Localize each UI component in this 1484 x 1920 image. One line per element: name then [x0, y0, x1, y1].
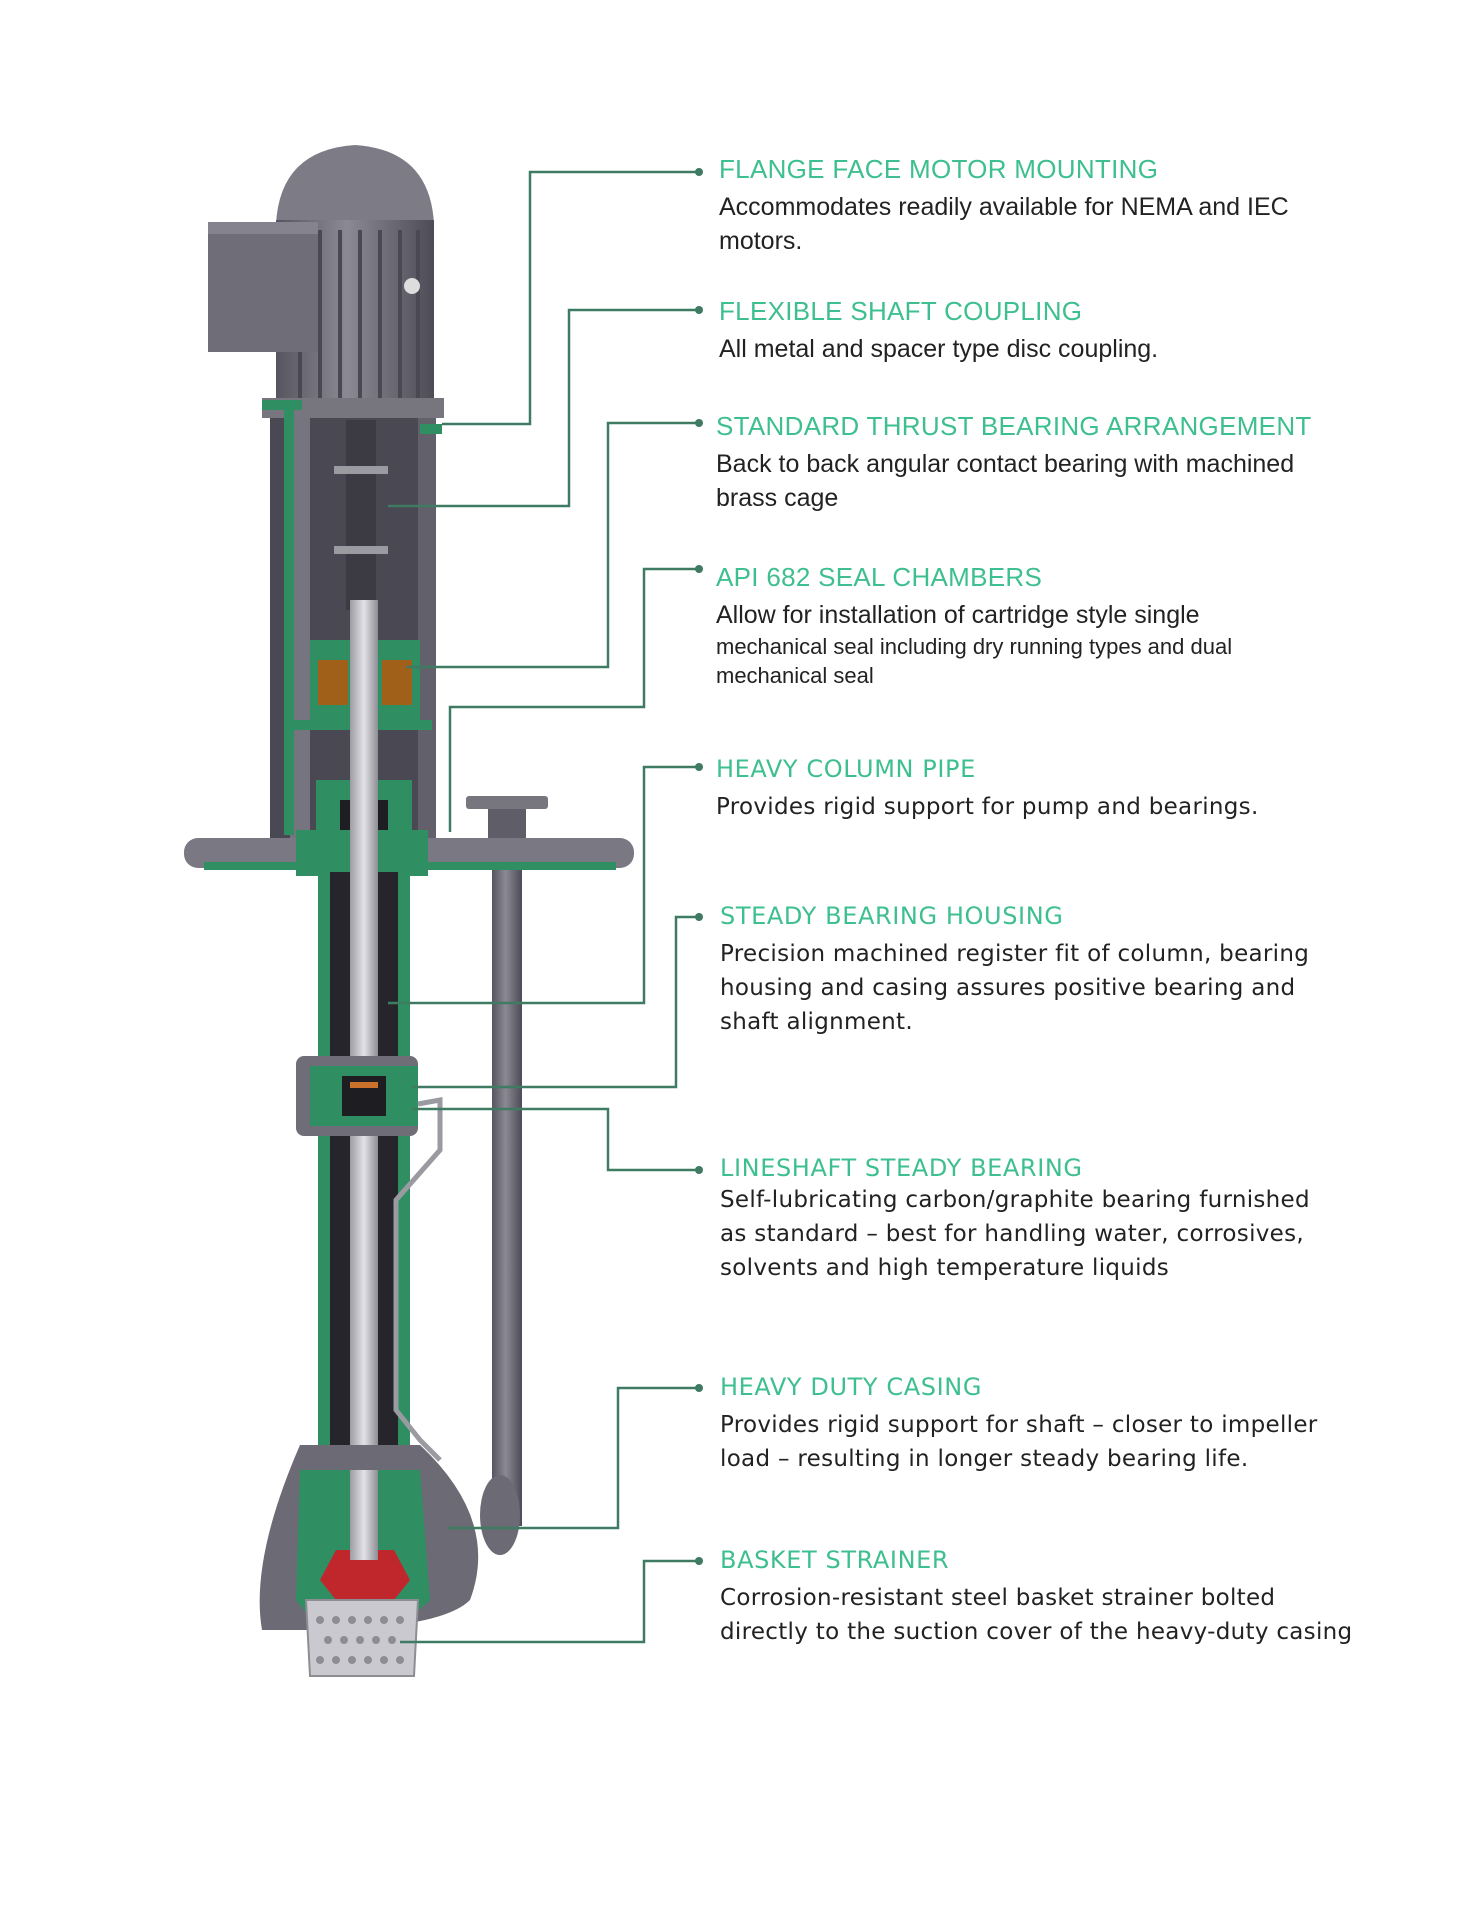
feature-flange-face-motor-mounting: FLANGE FACE MOTOR MOUNTING Accommodates … [719, 154, 1289, 258]
feature-description: Accommodates readily available for NEMA … [719, 193, 1289, 255]
leader-lines [388, 170, 699, 1644]
feature-description: Precision machined register fit of colum… [720, 941, 1310, 1035]
feature-title: BASKET STRAINER [720, 1546, 950, 1574]
feature-description: Corrosion-resistant steel basket straine… [720, 1585, 1353, 1645]
motor [208, 145, 434, 410]
feature-description-small: mechanical seal including dry running ty… [716, 634, 1233, 688]
casing [259, 1445, 479, 1630]
feature-description: Allow for installation of cartridge styl… [716, 601, 1200, 629]
leader-line [388, 308, 699, 508]
leader-line [412, 1107, 699, 1172]
feature-description: Self-lubricating carbon/graphite bearing… [720, 1187, 1310, 1281]
feature-lineshaft-steady-bearing: LINESHAFT STEADY BEARING Self-lubricatin… [720, 1153, 1310, 1285]
leader-line [400, 1559, 699, 1644]
leader-line [448, 1386, 699, 1530]
feature-description: All metal and spacer type disc coupling. [719, 335, 1159, 363]
feature-description: Provides rigid support for pump and bear… [716, 794, 1259, 820]
feature-steady-bearing-housing: STEADY BEARING HOUSING Precision machine… [720, 901, 1309, 1039]
leader-line [412, 915, 699, 1089]
basket-strainer [304, 1599, 420, 1677]
feature-title: HEAVY COLUMN PIPE [716, 755, 976, 783]
discharge-pipe [466, 796, 548, 1555]
leader-line [442, 170, 699, 426]
base-plate [184, 830, 634, 876]
feature-title: HEAVY DUTY CASING [720, 1373, 983, 1401]
feature-description: Back to back angular contact bearing wit… [716, 450, 1295, 512]
leader-line [388, 765, 699, 1005]
feature-basket-strainer: BASKET STRAINER Corrosion-resistant stee… [720, 1545, 1352, 1649]
feature-title: API 682 SEAL CHAMBERS [716, 562, 1043, 592]
feature-description: Provides rigid support for shaft – close… [720, 1412, 1318, 1472]
leader-dots [695, 168, 703, 1565]
feature-thrust-bearing-arrangement: STANDARD THRUST BEARING ARRANGEMENT Back… [716, 411, 1312, 515]
leader-line [406, 421, 699, 669]
feature-title: STANDARD THRUST BEARING ARRANGEMENT [716, 411, 1312, 441]
feature-api-682-seal-chambers: API 682 SEAL CHAMBERS Allow for installa… [716, 562, 1232, 690]
feature-title: FLEXIBLE SHAFT COUPLING [719, 296, 1083, 326]
leader-line [448, 567, 699, 832]
feature-flexible-shaft-coupling: FLEXIBLE SHAFT COUPLING All metal and sp… [719, 296, 1158, 366]
feature-heavy-column-pipe: HEAVY COLUMN PIPE Provides rigid support… [716, 754, 1259, 824]
feature-title: STEADY BEARING HOUSING [720, 902, 1064, 930]
feature-title: LINESHAFT STEADY BEARING [720, 1154, 1083, 1182]
feature-title: FLANGE FACE MOTOR MOUNTING [719, 154, 1159, 184]
feature-heavy-duty-casing: HEAVY DUTY CASING Provides rigid support… [720, 1372, 1318, 1476]
